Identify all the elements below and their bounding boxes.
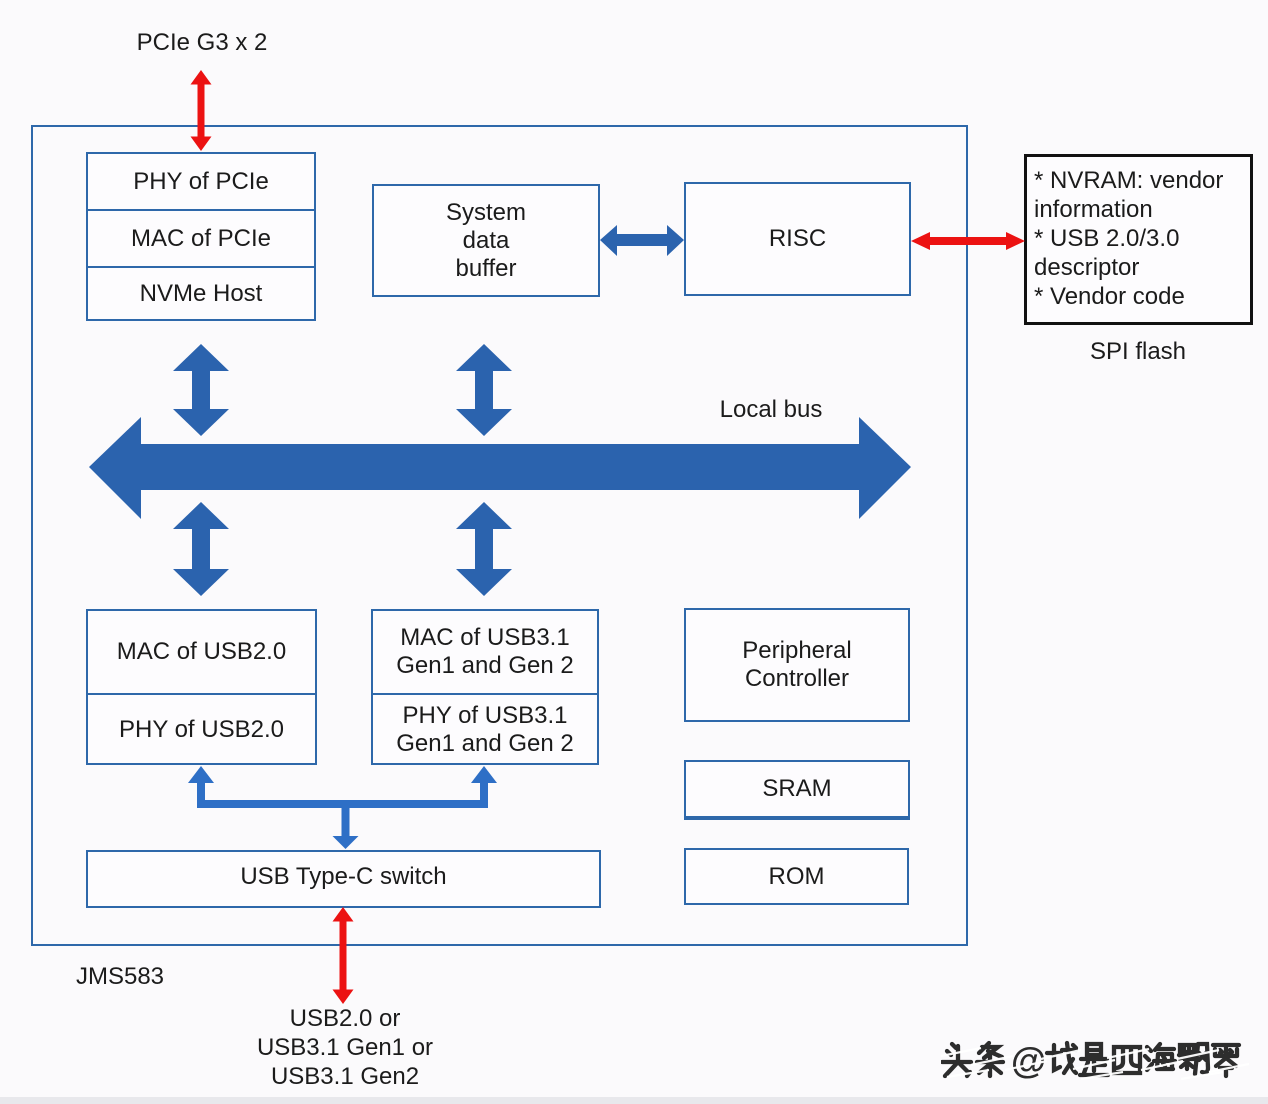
- svg-text:@: @: [1011, 1040, 1046, 1081]
